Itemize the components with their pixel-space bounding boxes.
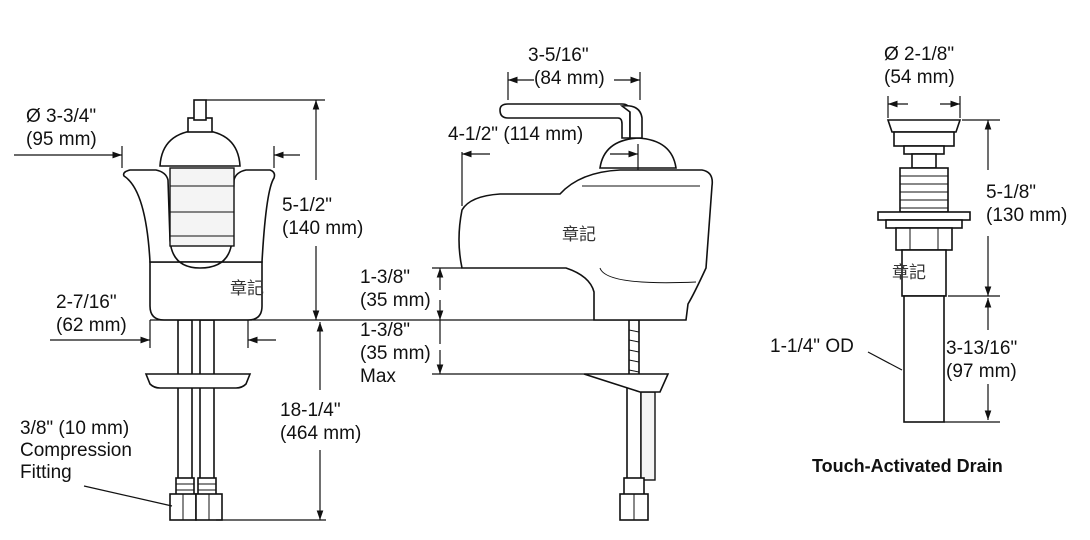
side-deck-thickness-metric: (35 mm) <box>360 343 431 364</box>
drain-collar <box>893 131 955 147</box>
side-view-faucet: 章記 3-5/16" (84 mm) 4-1/2" (114 mm) 1-3/8… <box>360 45 714 521</box>
side-handle-width-metric: (84 mm) <box>534 68 605 89</box>
side-body <box>458 169 714 321</box>
drain-threads <box>899 167 949 213</box>
front-view-faucet: 章記 Ø 3-3/4" (95 mm) 5-1/2" (140 mm) 2-7/… <box>14 99 660 521</box>
front-top-diameter-label: Ø 3-3/4" <box>26 106 96 127</box>
watermark-2: 章記 <box>562 225 596 245</box>
side-handle-width-label: 3-5/16" <box>528 45 589 66</box>
side-deck-thickness-label: 1-3/8" <box>360 320 410 341</box>
fitting-note-line2: Compression <box>20 440 132 461</box>
watermark-1: 章記 <box>230 279 264 299</box>
drain-nut <box>895 227 953 251</box>
compression-fittings <box>169 477 223 521</box>
drain-tail-length-label: 3-13/16" <box>946 338 1017 359</box>
fitting-note-line3: Fitting <box>20 462 72 483</box>
drain-height-label: 5-1/8" <box>986 182 1036 203</box>
side-deck-thickness-max: Max <box>360 366 396 387</box>
handle-hub <box>619 104 643 139</box>
fitting-note-line1: 3/8" (10 mm) <box>20 418 129 439</box>
front-height-metric: (140 mm) <box>282 218 363 239</box>
mounting-bracket <box>144 373 252 389</box>
front-supply-length-label: 18-1/4" <box>280 400 341 421</box>
supply-tube-right <box>199 319 215 481</box>
drain-hex <box>911 153 937 169</box>
drain-lower-body <box>901 249 947 297</box>
side-mount-bracket <box>583 373 670 393</box>
side-spout-height-metric: (35 mm) <box>360 290 431 311</box>
drain-tail-length-metric: (97 mm) <box>946 361 1017 382</box>
supply-tube-left <box>177 319 193 481</box>
cap-stem <box>193 99 207 121</box>
drain-od-label: 1-1/4" OD <box>770 336 854 357</box>
front-supply-length-metric: (464 mm) <box>280 423 361 444</box>
drain-cap <box>886 119 962 133</box>
drain-diameter-label: Ø 2-1/8" <box>884 44 954 65</box>
drain-caption: Touch-Activated Drain <box>812 456 1003 476</box>
supply-shank <box>626 379 642 481</box>
side-spout-reach-label: 4-1/2" (114 mm) <box>448 124 583 145</box>
drain-height-metric: (130 mm) <box>986 205 1067 226</box>
watermark-3: 章記 <box>892 263 926 283</box>
touch-activated-drain: 章記 Ø 2-1/8" (54 mm) 5-1/8" (130 mm) 3-13… <box>770 44 1067 476</box>
drain-diameter-metric: (54 mm) <box>884 67 955 88</box>
side-spout-height-label: 1-3/8" <box>360 267 410 288</box>
front-base-width-label: 2-7/16" <box>56 292 117 313</box>
shank-side <box>640 391 656 481</box>
drain-tailpiece <box>903 295 945 423</box>
front-top-diameter-metric: (95 mm) <box>26 129 97 150</box>
front-height-label: 5-1/2" <box>282 195 332 216</box>
drain-flange <box>877 211 971 221</box>
inner-cartridge <box>169 167 235 247</box>
side-handle <box>499 103 631 139</box>
front-base-width-metric: (62 mm) <box>56 315 127 336</box>
dome-cap <box>159 129 241 167</box>
